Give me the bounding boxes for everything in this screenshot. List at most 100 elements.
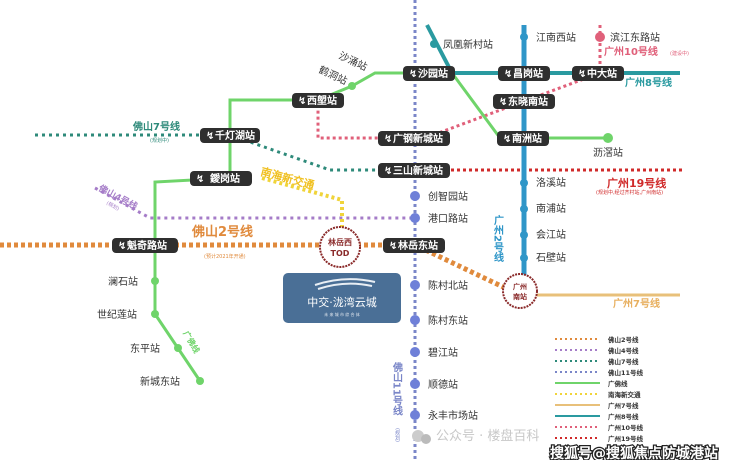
svg-text:广州7号线: 广州7号线 — [608, 401, 639, 410]
interchange-changgang[interactable]: ↯昌岗站 — [498, 66, 550, 81]
station-label: 洛溪站 — [536, 176, 566, 189]
svg-text:佛山11号线: 佛山11号线 — [607, 368, 644, 377]
interchange-xilang[interactable]: ↯西塱站 — [292, 93, 344, 108]
interchange-nanzhou[interactable]: ↯南洲站 — [497, 131, 549, 146]
hub-guangzhou-south[interactable]: 广州 南站 — [502, 273, 538, 309]
station-label: 陈村北站 — [428, 279, 468, 292]
line-label-gz8: 广州8号线 — [625, 76, 672, 89]
line-note: (预计2021年开通) — [204, 253, 246, 260]
svg-text:三山新城站: 三山新城站 — [393, 164, 443, 177]
svg-text:↯: ↯ — [206, 131, 214, 142]
svg-text:搜狐号@搜狐焦点防城港站: 搜狐号@搜狐焦点防城港站 — [550, 445, 718, 460]
interchange-qiandenghu[interactable]: ↯千灯湖站 — [200, 128, 260, 143]
watermark: 公众号 · 楼盘百科 搜狐号@搜狐焦点防城港站 — [412, 428, 719, 460]
station-label: 澜石站 — [108, 275, 138, 288]
station-labels: 凤凰新村站 江南西站 滨江东路站 沙涌站 鹤洞站 沥滘站 洛溪站 南浦站 会江站… — [97, 31, 660, 422]
foshan11-station-dots — [410, 191, 420, 420]
station-label: 沙涌站 — [337, 49, 370, 73]
station-label: 创智园站 — [428, 190, 468, 203]
svg-text:佛山2号线: 佛山2号线 — [607, 335, 639, 344]
station-label: 鹤洞站 — [317, 63, 350, 87]
svg-text:广州19号线: 广州19号线 — [608, 434, 644, 443]
svg-text:广州10号线: 广州10号线 — [608, 423, 644, 432]
svg-text:西塱站: 西塱站 — [307, 94, 337, 107]
interchange-linyuedong[interactable]: ↯林岳东站 — [383, 238, 445, 253]
svg-text:林岳东站: 林岳东站 — [398, 239, 438, 252]
line-label-foshan2: 佛山2号线 — [191, 224, 253, 240]
svg-text:南海新交通: 南海新交通 — [608, 390, 641, 399]
station-label: 南浦站 — [536, 202, 566, 215]
svg-text:广佛线: 广佛线 — [608, 379, 628, 388]
svg-text:公众号 · 楼盘百科: 公众号 · 楼盘百科 — [436, 428, 539, 444]
svg-text:佛山4号线: 佛山4号线 — [607, 346, 639, 355]
interchange-kuiqilu[interactable]: ↯魁奇路站 — [112, 238, 178, 253]
line-label-guangfo: 广佛线 — [181, 329, 202, 355]
svg-text:昌岗站: 昌岗站 — [513, 67, 543, 80]
station-label: 江南西站 — [536, 31, 576, 44]
svg-text:东晓南站: 东晓南站 — [508, 95, 548, 108]
interchange-zhongda[interactable]: ↯中大站 — [572, 66, 624, 81]
interchange-shayuan[interactable]: ↯沙园站 — [403, 66, 455, 81]
project-logo-box: 中交·泷湾云城 未 来 城 市 综 合 体 — [283, 273, 401, 323]
line-note-foshan11: (规划) — [394, 428, 400, 442]
station-label: 石壁站 — [536, 251, 566, 264]
svg-text:南洲站: 南洲站 — [512, 132, 542, 145]
svg-text:南站: 南站 — [513, 292, 527, 301]
svg-text:↯: ↯ — [196, 174, 204, 185]
station-label: 永丰市场站 — [428, 409, 478, 422]
interchange-dongxiaonan[interactable]: ↯东晓南站 — [493, 94, 555, 109]
svg-text:林岳西: 林岳西 — [328, 237, 352, 247]
legend: 佛山2号线 佛山4号线 佛山7号线 佛山11号线 广佛线 南海新交通 广州7号线… — [555, 335, 644, 443]
station-label: 新城东站 — [140, 375, 180, 388]
station-label: 陈村东站 — [428, 314, 468, 327]
station-label: 滨江东路站 — [610, 31, 660, 44]
interchange-sanshanxincheng[interactable]: ↯三山新城站 — [378, 163, 450, 178]
project-name: 中交·泷湾云城 — [307, 295, 377, 309]
line-label-gz7: 广州7号线 — [613, 297, 660, 310]
station-label: 东平站 — [130, 342, 160, 355]
svg-text:↯: ↯ — [118, 241, 126, 252]
station-label: 港口路站 — [428, 212, 468, 225]
line-nanhai — [261, 176, 344, 240]
station-dot — [430, 40, 438, 48]
gz2-station-dots — [520, 33, 528, 262]
station-label: 世纪莲站 — [97, 308, 137, 321]
line-gz8 — [425, 24, 680, 75]
interchange-guanggangxincheng[interactable]: ↯广钢新城站 — [378, 131, 450, 146]
station-label: 沥滘站 — [593, 146, 623, 159]
svg-text:广州: 广州 — [513, 282, 527, 291]
svg-text:↯: ↯ — [298, 96, 306, 107]
svg-text:魁奇路站: 魁奇路站 — [127, 239, 167, 252]
svg-text:TOD: TOD — [331, 249, 350, 258]
svg-text:广州8号线: 广州8号线 — [608, 412, 639, 421]
guangfo-station-dots — [151, 82, 613, 385]
line-note: (规划中,经过齐村站,广州南站) — [596, 189, 663, 196]
svg-text:↯: ↯ — [578, 69, 586, 80]
project-tagline: 未 来 城 市 综 合 体 — [324, 311, 360, 317]
line-foshan4 — [94, 186, 415, 220]
wave-logo-icon — [314, 278, 376, 290]
station-label: 凤凰新村站 — [443, 38, 493, 51]
hub-linyuexi-tod[interactable]: 林岳西 TOD — [319, 226, 361, 268]
svg-text:沙园站: 沙园站 — [418, 67, 448, 80]
line-note: (规划中) — [150, 137, 169, 144]
line-foshan7 — [35, 133, 415, 172]
svg-text:中大站: 中大站 — [587, 67, 617, 80]
line-label-nanhai: 南海新交通 — [259, 164, 316, 192]
svg-text:↯: ↯ — [384, 134, 392, 145]
interchange-leigang[interactable]: ↯鑀岗站 — [190, 171, 252, 186]
line-note: (建设中) — [670, 50, 689, 57]
line-label-foshan11: 佛山11号线 — [391, 361, 404, 417]
line-label-foshan7: 佛山7号线 — [132, 120, 180, 133]
station-label: 顺德站 — [428, 378, 458, 391]
svg-text:千灯湖站: 千灯湖站 — [215, 129, 255, 142]
svg-text:↯: ↯ — [384, 166, 392, 177]
station-label: 会江站 — [536, 228, 566, 241]
line-label-gz2: 广州2号线 — [492, 214, 505, 263]
line-label-gz10: 广州10号线 — [604, 45, 658, 58]
station-label: 碧江站 — [428, 346, 458, 359]
line-label-gz19: 广州19号线 — [607, 176, 666, 190]
svg-text:↯: ↯ — [503, 134, 511, 145]
svg-text:佛山7号线: 佛山7号线 — [607, 357, 639, 366]
